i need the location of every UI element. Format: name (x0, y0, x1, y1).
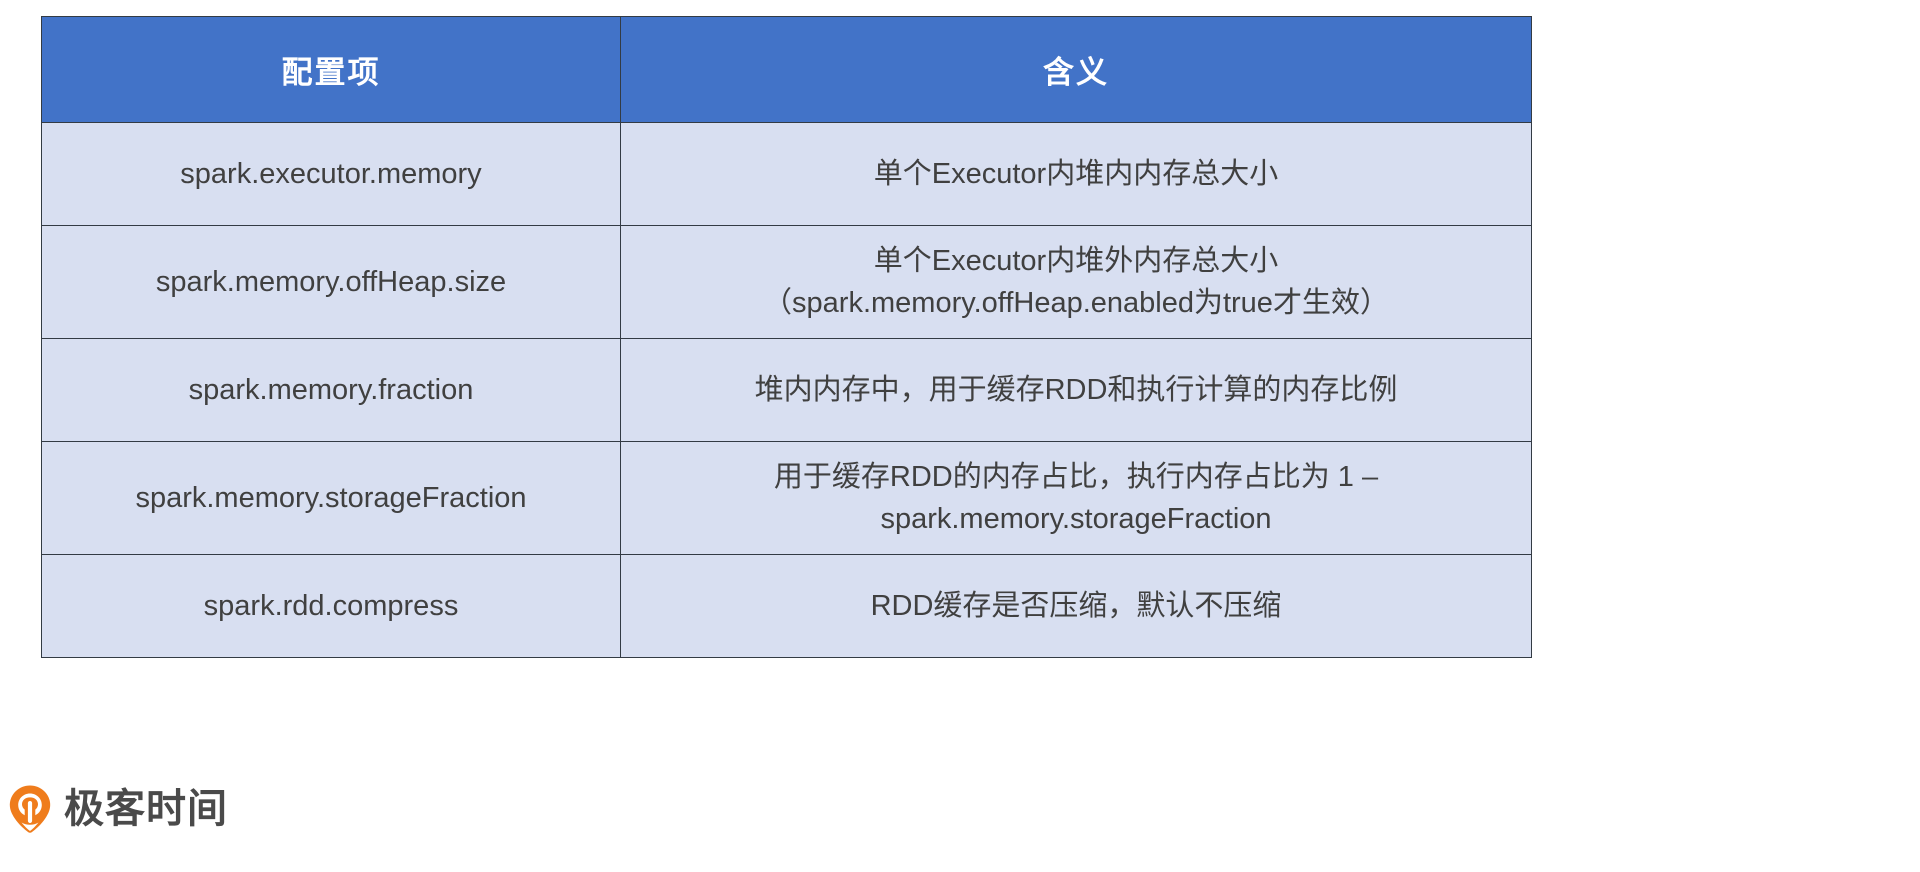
table-body: spark.executor.memory 单个Executor内堆内内存总大小… (41, 122, 1532, 659)
meaning-line: 用于缓存RDD的内存占比，执行内存占比为 1 – (773, 461, 1379, 494)
meaning-line: spark.memory.storageFraction (880, 503, 1272, 536)
meaning-line: RDD缓存是否压缩，默认不压缩 (870, 590, 1282, 623)
brand-name: 极客时间 (64, 786, 228, 832)
meaning-line: 单个Executor内堆内内存总大小 (873, 157, 1279, 190)
config-table-container: 配置项 含义 spark.executor.memory 单个Executor内… (41, 16, 1532, 659)
column-header-meaning: 含义 (620, 16, 1532, 123)
config-meaning-cell: RDD缓存是否压缩，默认不压缩 (620, 554, 1532, 659)
geek-time-pin-icon (8, 784, 52, 834)
config-meaning-cell: 堆内内存中，用于缓存RDD和执行计算的内存比例 (620, 338, 1532, 443)
config-meaning-cell: 用于缓存RDD的内存占比，执行内存占比为 1 – spark.memory.st… (620, 441, 1532, 556)
config-key-cell: spark.memory.offHeap.size (41, 224, 621, 340)
config-key-cell: spark.executor.memory (41, 122, 621, 226)
meaning-line: 单个Executor内堆外内存总大小 (873, 245, 1279, 277)
table-row: spark.memory.offHeap.size 单个Executor内堆外内… (41, 224, 1532, 340)
config-key-cell: spark.memory.fraction (41, 338, 621, 443)
column-header-config-key: 配置项 (41, 16, 621, 123)
brand-footer: 极客时间 (8, 784, 228, 834)
spark-memory-config-table: 配置项 含义 spark.executor.memory 单个Executor内… (41, 16, 1532, 659)
config-key-cell: spark.rdd.compress (41, 554, 621, 659)
table-row: spark.memory.storageFraction 用于缓存RDD的内存占… (41, 441, 1532, 556)
table-row: spark.memory.fraction 堆内内存中，用于缓存RDD和执行计算… (41, 338, 1532, 443)
config-meaning-cell: 单个Executor内堆外内存总大小 （spark.memory.offHeap… (620, 224, 1532, 340)
config-meaning-cell: 单个Executor内堆内内存总大小 (620, 122, 1532, 226)
table-row: spark.executor.memory 单个Executor内堆内内存总大小 (41, 122, 1532, 226)
config-key-cell: spark.memory.storageFraction (41, 441, 621, 556)
table-header-row: 配置项 含义 (41, 16, 1532, 123)
table-row: spark.rdd.compress RDD缓存是否压缩，默认不压缩 (41, 554, 1532, 659)
meaning-line: 堆内内存中，用于缓存RDD和执行计算的内存比例 (754, 374, 1398, 407)
meaning-line: （spark.memory.offHeap.enabled为true才生效） (763, 287, 1389, 320)
table-header: 配置项 含义 (41, 16, 1532, 123)
